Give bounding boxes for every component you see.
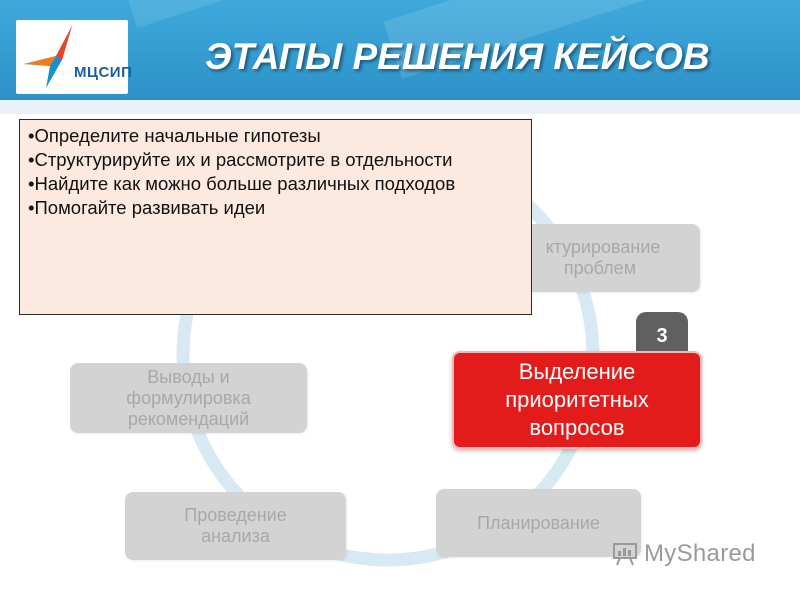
stage-priority: Выделение приоритетных вопросов [452,351,702,449]
logo: МЦСИП [16,20,132,94]
tip-item: •Определите начальные гипотезы [28,125,321,146]
stage-priority-line1: Выделение [518,359,636,384]
logo-star-icon [24,26,72,88]
stage-conclusions: Выводы и формулировка рекомендаций [70,363,307,433]
stage-priority-line3: вопросов [529,415,625,440]
stage-structuring-line2: проблем [563,258,637,278]
watermark-text: MyShared [644,540,756,567]
header-bottom-band [0,100,800,114]
stage-conclusions-line3: рекомендаций [127,408,250,429]
tip-item: •Найдите как можно больше различных подх… [28,173,456,194]
stage-planning-line1: Планирование [477,512,600,533]
stage-conclusions-line2: формулировка [126,387,251,408]
presentation-board-icon [613,543,637,566]
page-title: ЭТАПЫ РЕШЕНИЯ КЕЙСОВ [205,36,710,77]
tip-item: •Помогайте развивать идеи [28,197,266,218]
stage-analysis-line2: анализа [201,526,270,546]
stage-conclusions-line1: Выводы и [147,366,230,387]
header-bar [0,0,800,112]
logo-text: МЦСИП [74,64,133,81]
stage-structuring-line1: ктурирование [545,237,661,257]
stage-planning: Планирование [436,489,641,557]
watermark: MyShared [612,540,756,568]
tip-item: •Структурируйте их и рассмотрите в отдел… [28,149,453,170]
tips-box: •Определите начальные гипотезы •Структур… [19,119,532,315]
stage-priority-line2: приоритетных [505,387,649,412]
stage-analysis: Проведение анализа [125,492,346,560]
stage-analysis-line1: Проведение [184,505,287,525]
